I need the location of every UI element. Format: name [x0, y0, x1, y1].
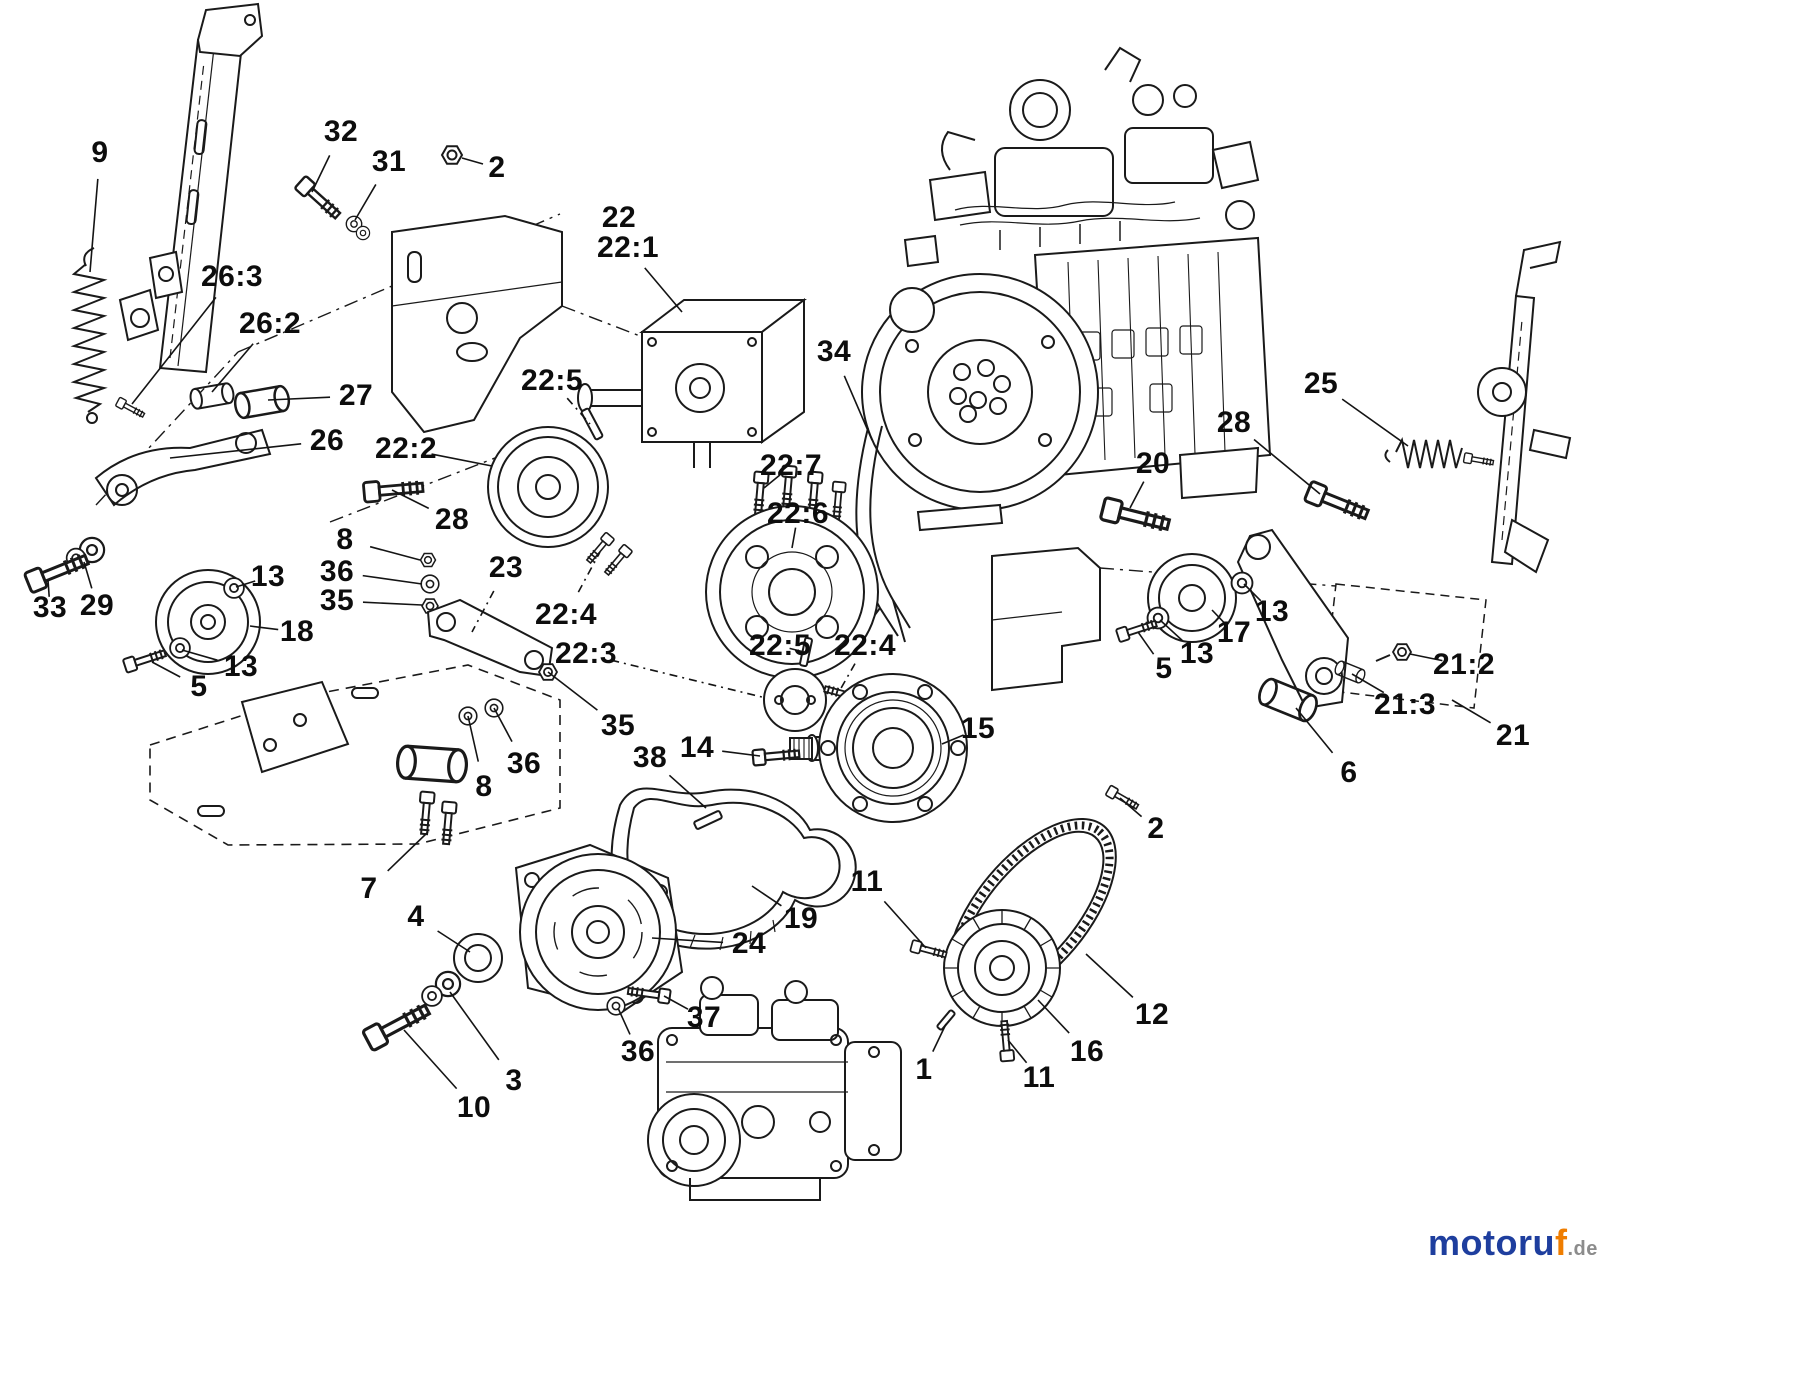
watermark-accent: f: [1554, 1222, 1568, 1263]
leader-line: [1211, 609, 1226, 625]
leader-line: [722, 750, 761, 757]
bearing-4: [453, 933, 503, 983]
leader-line: [461, 157, 484, 165]
key-38: [693, 810, 723, 830]
hub-22-3: [763, 668, 827, 732]
leader-line: [843, 375, 873, 441]
leader-line: [763, 474, 781, 489]
idler-arm-right: [1098, 479, 1487, 725]
idler-pulley-18: [121, 569, 261, 675]
leader-line: [751, 885, 782, 907]
leader-line: [131, 296, 217, 405]
watermark-main: motoru: [1428, 1222, 1555, 1263]
left-frame: [118, 2, 264, 374]
leader-line: [941, 734, 964, 745]
leader-line: [577, 551, 601, 593]
leader-line: [354, 184, 377, 221]
leader-line: [932, 1023, 947, 1052]
leader-line: [467, 715, 480, 762]
leader-line: [431, 453, 493, 467]
leader-line: [169, 443, 302, 459]
leader-line: [437, 930, 471, 953]
leader-line: [1451, 699, 1492, 724]
leader-line: [1159, 619, 1183, 641]
leader-line: [1119, 797, 1143, 818]
right-frame: [1477, 240, 1572, 574]
leader-line: [449, 991, 500, 1061]
leader-line: [181, 649, 218, 661]
leader-line: [1037, 999, 1070, 1034]
deck-outline: [149, 664, 561, 846]
leader-line: [839, 663, 856, 691]
leader-line: [471, 590, 495, 633]
leader-line: [651, 937, 724, 944]
leader-line: [83, 561, 93, 589]
leader-line: [403, 1029, 458, 1090]
leader-line: [387, 831, 429, 872]
leader-line: [1253, 438, 1321, 495]
leader-line: [883, 900, 927, 949]
leader-line: [211, 343, 254, 393]
leader-line: [1085, 953, 1134, 998]
pulley-22-6-group: [705, 464, 879, 732]
leader-line: [644, 267, 683, 313]
leader-line: [1007, 1039, 1028, 1064]
watermark-logo: motoruf.de: [1428, 1222, 1598, 1264]
leader-line: [1295, 707, 1334, 754]
leader-line: [1137, 631, 1155, 655]
leader-line: [235, 580, 256, 588]
leader-line: [369, 545, 421, 561]
leader-line: [1341, 398, 1409, 447]
leader-line: [362, 601, 423, 606]
upper-bracket: [293, 145, 563, 434]
mount-bracket-right: [991, 546, 1141, 813]
leader-line: [1351, 673, 1385, 694]
leader-line: [391, 489, 430, 510]
leader-line: [566, 397, 591, 425]
leader-line: [267, 396, 331, 401]
pivot-arm-26: [22, 381, 292, 595]
leader-line: [249, 625, 279, 631]
leader-line: [617, 1007, 631, 1035]
bracket-23-group: [361, 476, 558, 726]
pulley-22-2: [487, 407, 634, 578]
leader-line: [611, 659, 767, 699]
leader-line: [362, 574, 423, 585]
gearbox-22: [577, 297, 807, 468]
key-1: [936, 1009, 956, 1031]
leader-line: [547, 671, 598, 711]
belt-34: [855, 425, 1004, 643]
key-22-5-upper: [580, 407, 604, 441]
clutch-15: [751, 673, 968, 823]
leader-line: [47, 579, 50, 597]
leader-line: [663, 995, 689, 1010]
leader-line: [493, 707, 513, 742]
hydraulic-pump-illustration: [647, 976, 902, 1201]
leader-line: [151, 661, 181, 678]
watermark-suffix: .de: [1567, 1238, 1598, 1260]
leader-line: [1129, 481, 1145, 509]
leader-line: [1243, 583, 1262, 602]
leader-line: [311, 155, 331, 193]
leader-line: [789, 647, 805, 653]
spring-25: [1384, 437, 1495, 469]
leader-line: [89, 178, 99, 273]
leader-line: [668, 774, 707, 809]
pump-pulley-24: [360, 843, 684, 1053]
leader-line: [1409, 653, 1443, 662]
leader-line: [791, 527, 797, 549]
clutch-16: [909, 909, 1061, 1063]
